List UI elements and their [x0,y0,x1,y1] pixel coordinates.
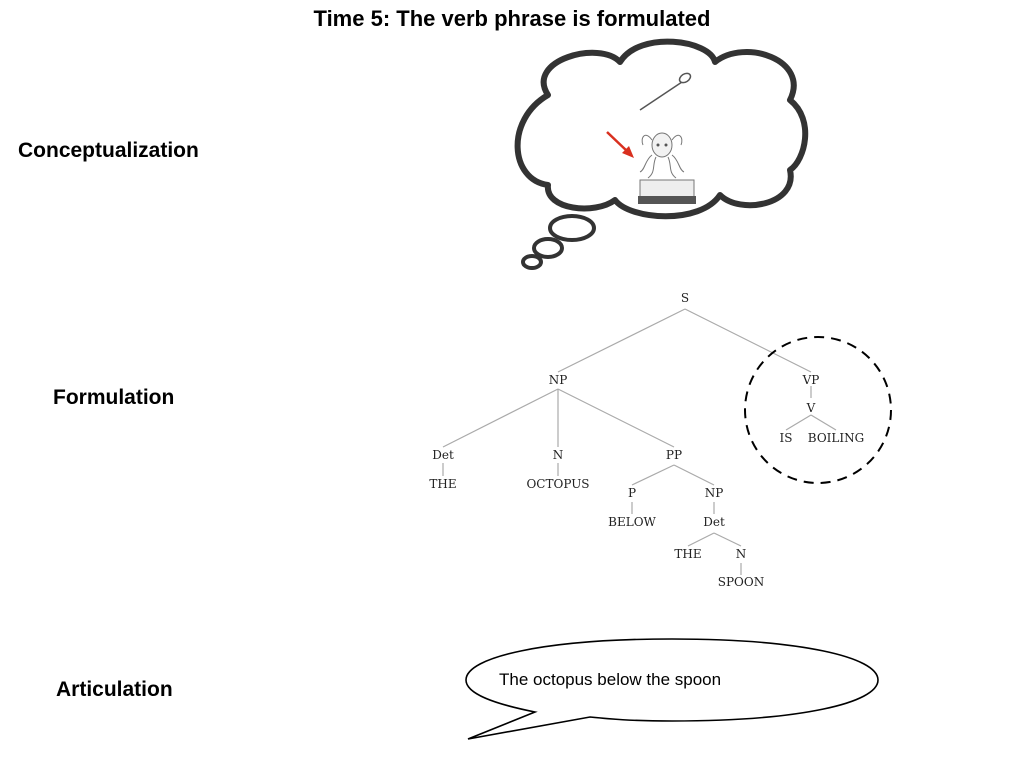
tree-node-n-2: N [736,547,747,561]
stage-label-conceptualization: Conceptualization [18,139,199,162]
tree-leaf-boiling: BOILING [808,431,864,445]
tree-leaf-below: BELOW [608,515,656,529]
tree-node-p: P [628,486,636,500]
tree-leaf-octopus: OCTOPUS [526,477,589,491]
spoon-icon [639,72,692,111]
tree-node-det-2: Det [703,515,725,529]
tree-node-s: S [681,291,689,305]
tree-node-pp: PP [666,448,682,462]
red-arrow-icon [606,131,634,158]
tree-leaf-the-2: THE [674,547,701,561]
vp-highlight-circle [744,336,892,484]
tree-leaf-spoon: SPOON [718,575,764,589]
tree-node-v: V [806,401,816,415]
thought-bubble [514,38,809,270]
tree-node-det: Det [432,448,454,462]
stage-label-formulation: Formulation [53,386,175,409]
tree-node-np: NP [549,373,568,387]
syntax-tree-edges [442,308,837,575]
speech-bubble-text: The octopus below the spoon [499,670,722,689]
speech-bubble [465,638,879,740]
stage-label-articulation: Articulation [56,678,173,701]
tree-leaf-the: THE [429,477,456,491]
tree-node-np-2: NP [705,486,724,500]
tree-leaf-is: IS [780,431,793,445]
tree-node-n: N [553,448,564,462]
octopus-in-pot-icon [638,132,696,204]
tree-node-vp: VP [802,373,820,387]
slide-title: Time 5: The verb phrase is formulated [313,6,711,31]
